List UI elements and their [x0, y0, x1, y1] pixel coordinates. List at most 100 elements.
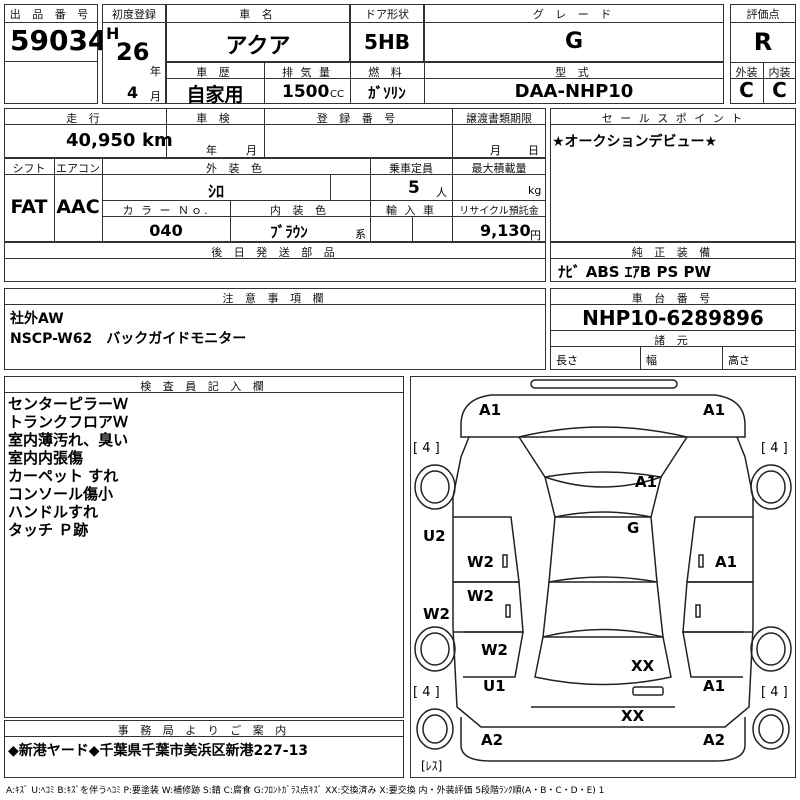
damage-rear-left: U1	[483, 677, 506, 695]
damage-bumper-left: A2	[481, 731, 504, 749]
office-label: 事 務 局 よ り ご 案 内	[117, 724, 291, 737]
note-line: NSCP-W62 バックガイドモニター	[10, 331, 247, 347]
sub-header-box	[166, 62, 724, 104]
displacement-label: 排 気 量	[282, 66, 332, 79]
notes-label: 注 意 事 項 欄	[222, 292, 328, 305]
office-message: ◆新港ヤード◆千葉県千葉市美浜区新港227-13	[8, 743, 309, 759]
tire-label-front-right: [ 4 ]	[761, 441, 788, 456]
car-name: アクア	[225, 34, 291, 59]
color-no: 040	[149, 221, 183, 240]
max-load-label: 最大積載量	[471, 162, 527, 175]
inspector-box	[4, 376, 404, 718]
length-label: 長さ	[556, 354, 578, 367]
damage-hood: A1	[635, 473, 658, 491]
sales-point-label: セ ー ル ス ポ イ ン ト	[601, 112, 745, 125]
damage-left-rear-door: W2	[467, 587, 494, 605]
mileage-label: 走 行	[66, 112, 104, 125]
door-label: ドア形状	[365, 8, 409, 21]
inspector-line: 室内薄汚れ、臭い	[8, 431, 129, 449]
score-label: 評価点	[746, 8, 780, 21]
history-label: 車 歴	[196, 66, 234, 79]
damage-right-front-door: A1	[715, 553, 738, 571]
car-name-box	[166, 4, 350, 62]
sales-point: ★オークションデビュー★	[552, 134, 718, 150]
mileage: 40,950	[66, 130, 136, 151]
capacity-unit: 人	[436, 186, 447, 199]
capacity-label: 乗車定員	[389, 162, 433, 175]
shift: FAT	[10, 196, 48, 218]
grade-box	[424, 4, 724, 62]
damage-left-pillar: U2	[423, 527, 446, 545]
shift-label: シフト	[12, 162, 46, 175]
spare-tire-label: [ﾚｽ]	[421, 759, 443, 773]
month-unit: 月	[150, 90, 161, 103]
damage-trunk: XX	[621, 707, 645, 725]
car-diagram: [ 4 ] [ 4 ] [ 4 ] [ 4 ] [ﾚｽ] A1 A1 A1 G …	[410, 376, 796, 778]
door-type: 5HB	[364, 30, 410, 54]
import-label: 輸 入 車	[386, 204, 436, 217]
score: R	[753, 28, 773, 56]
legend: A:ｷｽﾞ U:ﾍｺﾐ B:ｷｽﾞを伴うﾍｺﾐ P:要塗装 W:補修跡 S:錆 …	[6, 786, 605, 796]
damage-rear-right: A1	[703, 677, 726, 695]
recycle-label: リサイクル預託金	[459, 206, 539, 217]
ext-color: ｼﾛ	[207, 182, 224, 201]
registration-label: 登 録 番 号	[316, 112, 400, 125]
dims-label: 諸 元	[654, 334, 692, 347]
year-unit: 年	[150, 65, 161, 78]
damage-left-quarter: W2	[481, 641, 508, 659]
insp-year-unit: 年	[206, 144, 217, 157]
displacement: 1500	[282, 82, 330, 102]
history: 自家用	[186, 84, 244, 106]
damage-front-left: A1	[479, 401, 502, 419]
month: 4	[127, 83, 139, 102]
transfer-month-unit: 月	[490, 144, 501, 157]
lot-box	[4, 4, 98, 104]
chassis-box	[550, 288, 796, 370]
height-label: 高さ	[728, 354, 750, 367]
int-color: ﾌﾞﾗｳﾝ	[270, 223, 308, 241]
equipment-label: 純 正 装 備	[631, 246, 715, 259]
sales-point-box	[550, 108, 796, 242]
inspector-line: タッチ Ｐ跡	[8, 521, 89, 539]
max-load-unit: kg	[528, 184, 542, 197]
exterior-label: 外装	[735, 66, 758, 79]
inspector-line: コンソール傷小	[8, 485, 114, 503]
transfer-label: 譲渡書類期限	[466, 112, 532, 125]
chassis-number: NHP10-6289896	[582, 306, 764, 330]
grade: G	[564, 29, 584, 54]
exterior-grade: C	[739, 78, 754, 102]
model-label: 型 式	[555, 66, 593, 79]
width-label: 幅	[646, 354, 657, 367]
era: H	[106, 24, 120, 43]
fuel: ｶﾞｿﾘﾝ	[368, 84, 406, 102]
lot-label: 出 品 番 号	[9, 8, 93, 21]
interior-label: 内装	[768, 66, 791, 79]
damage-front-right: A1	[703, 401, 726, 419]
transfer-day-unit: 日	[528, 144, 539, 157]
interior-grade: C	[772, 78, 787, 102]
later-parts-label: 後 日 発 送 部 品	[211, 246, 339, 259]
ac: AAC	[56, 196, 100, 218]
damage-rear-glass: XX	[631, 657, 655, 675]
equipment: ﾅﾋﾞ ABS ｴｱB PS PW	[558, 263, 712, 281]
tire-label-rear-left: [ 4 ]	[413, 685, 440, 700]
recycle-fee: 9,130	[480, 221, 531, 240]
capacity: 5	[408, 178, 420, 198]
tire-label-rear-right: [ 4 ]	[761, 685, 788, 700]
int-color-unit: 系	[355, 228, 366, 241]
damage-left-rocker: W2	[423, 605, 450, 623]
equipment-box	[550, 242, 796, 282]
ac-label: エアコン	[56, 162, 100, 175]
recycle-unit: 円	[530, 229, 541, 242]
inspector-line: 室内内張傷	[8, 449, 84, 467]
inspector-line: トランクフロアＷ	[8, 413, 129, 431]
damage-bumper-right: A2	[703, 731, 726, 749]
int-color-label: 内 装 色	[270, 204, 330, 217]
note-line: 社外AW	[10, 311, 64, 327]
year: 26	[116, 38, 150, 66]
inspection-label: 車 検	[196, 112, 234, 125]
inspector-notes: センターピラーＷ トランクフロアＷ 室内薄汚れ、臭い 室内内張傷 カーペット す…	[8, 395, 128, 539]
color-no-label: カ ラ ー Ｎｏ.	[122, 204, 210, 217]
inspector-label: 検 査 員 記 入 欄	[140, 380, 268, 393]
mileage-row-box	[4, 108, 546, 158]
